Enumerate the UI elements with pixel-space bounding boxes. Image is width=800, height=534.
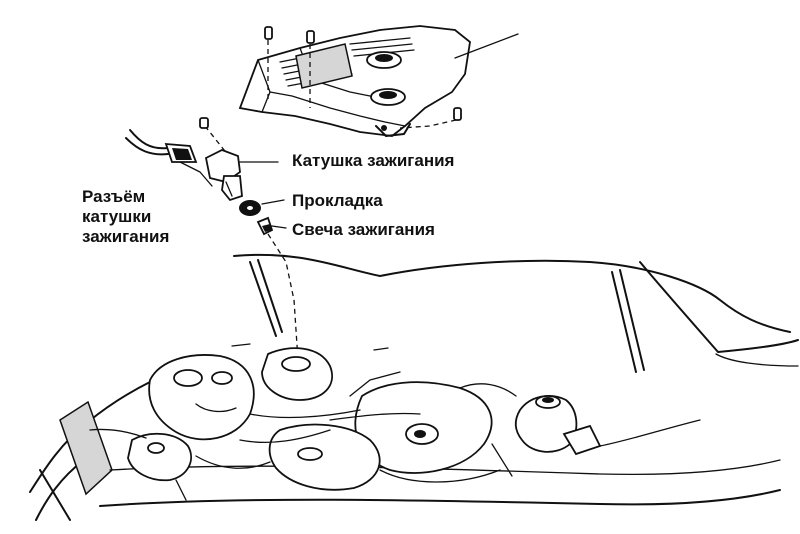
coil-connector-label: Разъём катушки зажигания <box>82 187 169 247</box>
gasket <box>239 199 285 216</box>
ignition-coil-label: Катушка зажигания <box>292 151 455 170</box>
spark-plug-label: Свеча зажигания <box>292 220 435 239</box>
coil-connector-label-line3: зажигания <box>82 227 170 246</box>
coil-connector-label-line1: Разъём <box>82 187 146 206</box>
car-engine-bay <box>29 253 799 521</box>
gasket-label: Прокладка <box>292 191 383 210</box>
ignition-coil <box>199 117 279 202</box>
engine-cover <box>238 25 519 137</box>
coil-connector-label-line2: катушки <box>82 207 152 226</box>
coil-connector <box>125 129 213 187</box>
cover-bolts <box>264 26 462 129</box>
